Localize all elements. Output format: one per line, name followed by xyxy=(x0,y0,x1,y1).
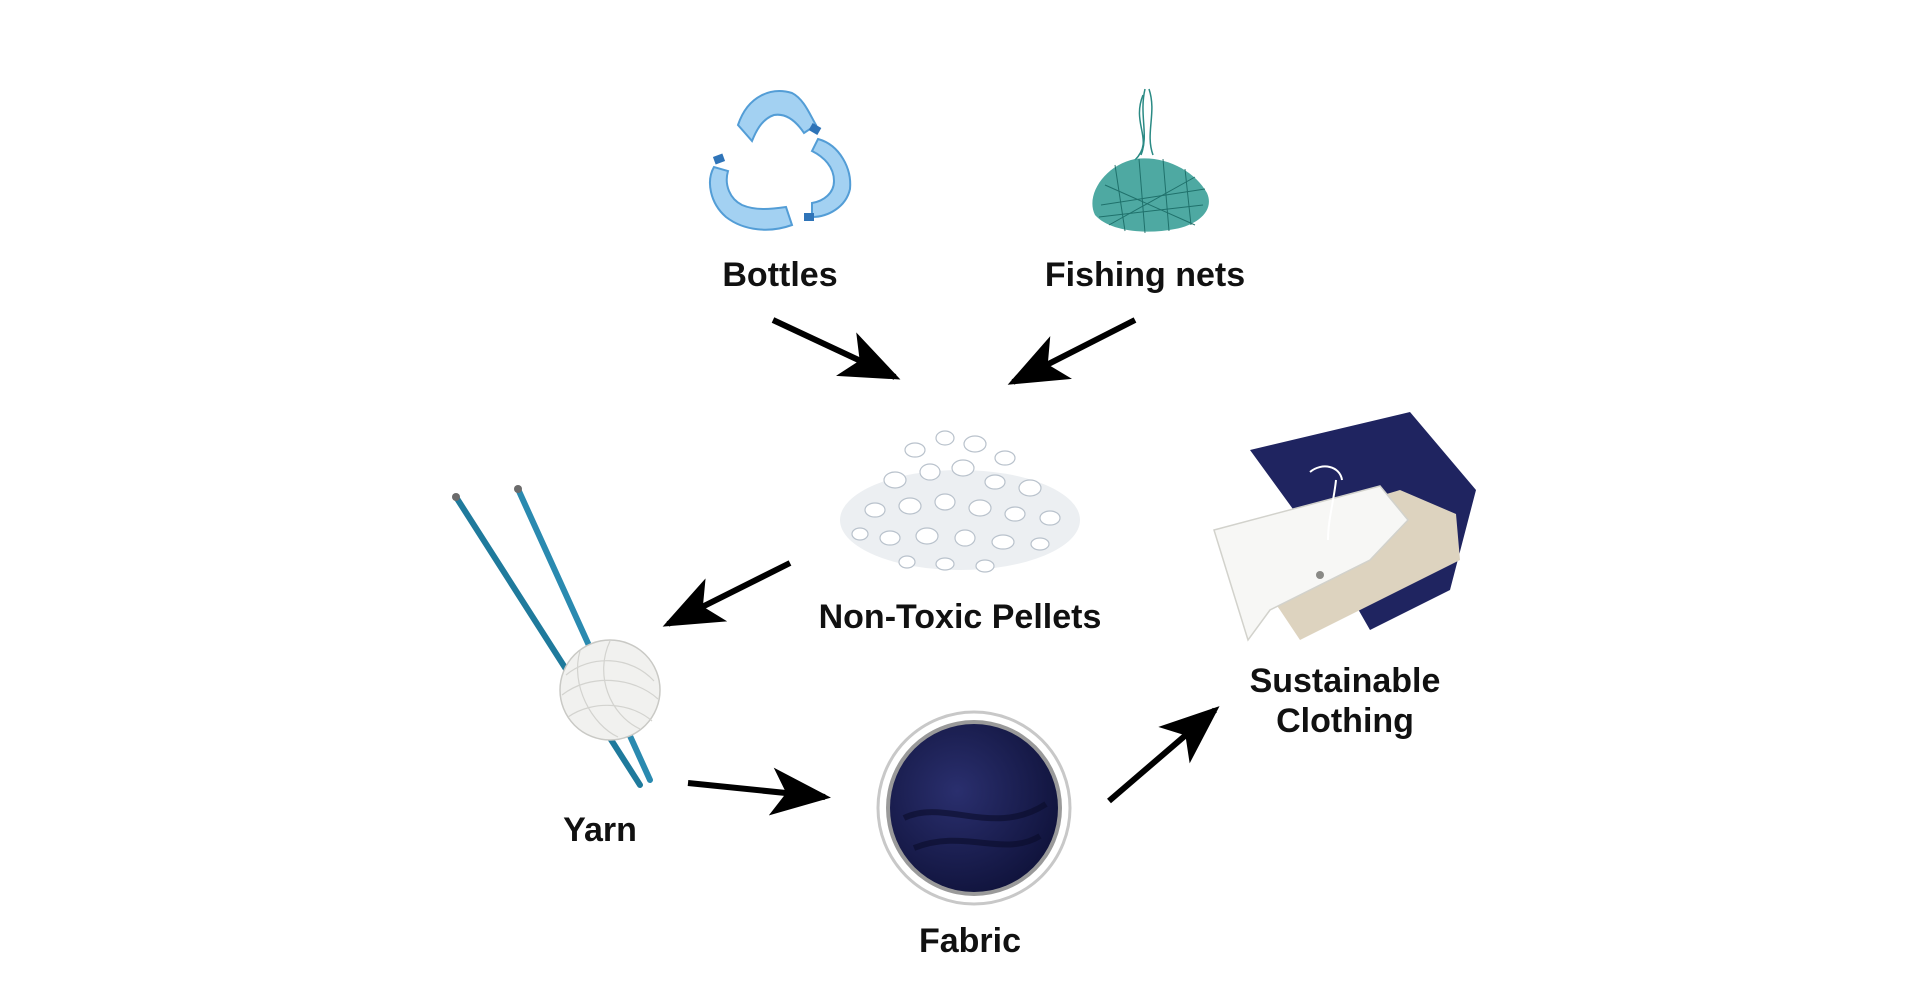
node-label-clothing-line1: Sustainable xyxy=(1249,662,1441,700)
node-label-fishing-nets: Fishing nets xyxy=(1044,256,1246,294)
fishing-net-icon xyxy=(1092,88,1209,234)
node-label-clothing-line2: Clothing xyxy=(1276,702,1414,740)
arrow-bottles-to-pellets xyxy=(771,317,901,380)
fabric-swatch-icon xyxy=(876,710,1072,906)
recycled-bottles-icon xyxy=(709,90,852,231)
node-label-bottles: Bottles xyxy=(722,256,838,294)
node-label-yarn: Yarn xyxy=(563,811,637,849)
arrow-pellets-to-yarn xyxy=(662,560,792,627)
node-label-fabric: Fabric xyxy=(918,922,1022,960)
clothing-icon xyxy=(1213,412,1476,642)
arrow-fabric-to-clothing xyxy=(1107,706,1220,804)
node-label-clothing: Sustainable Clothing xyxy=(1225,661,1465,741)
node-label-pellets: Non-Toxic Pellets xyxy=(818,598,1102,636)
arrow-yarn-to-fabric xyxy=(687,767,831,816)
arrow-nets-to-pellets xyxy=(1007,317,1137,385)
pellets-icon xyxy=(840,430,1080,573)
yarn-ball-icon xyxy=(452,485,661,788)
